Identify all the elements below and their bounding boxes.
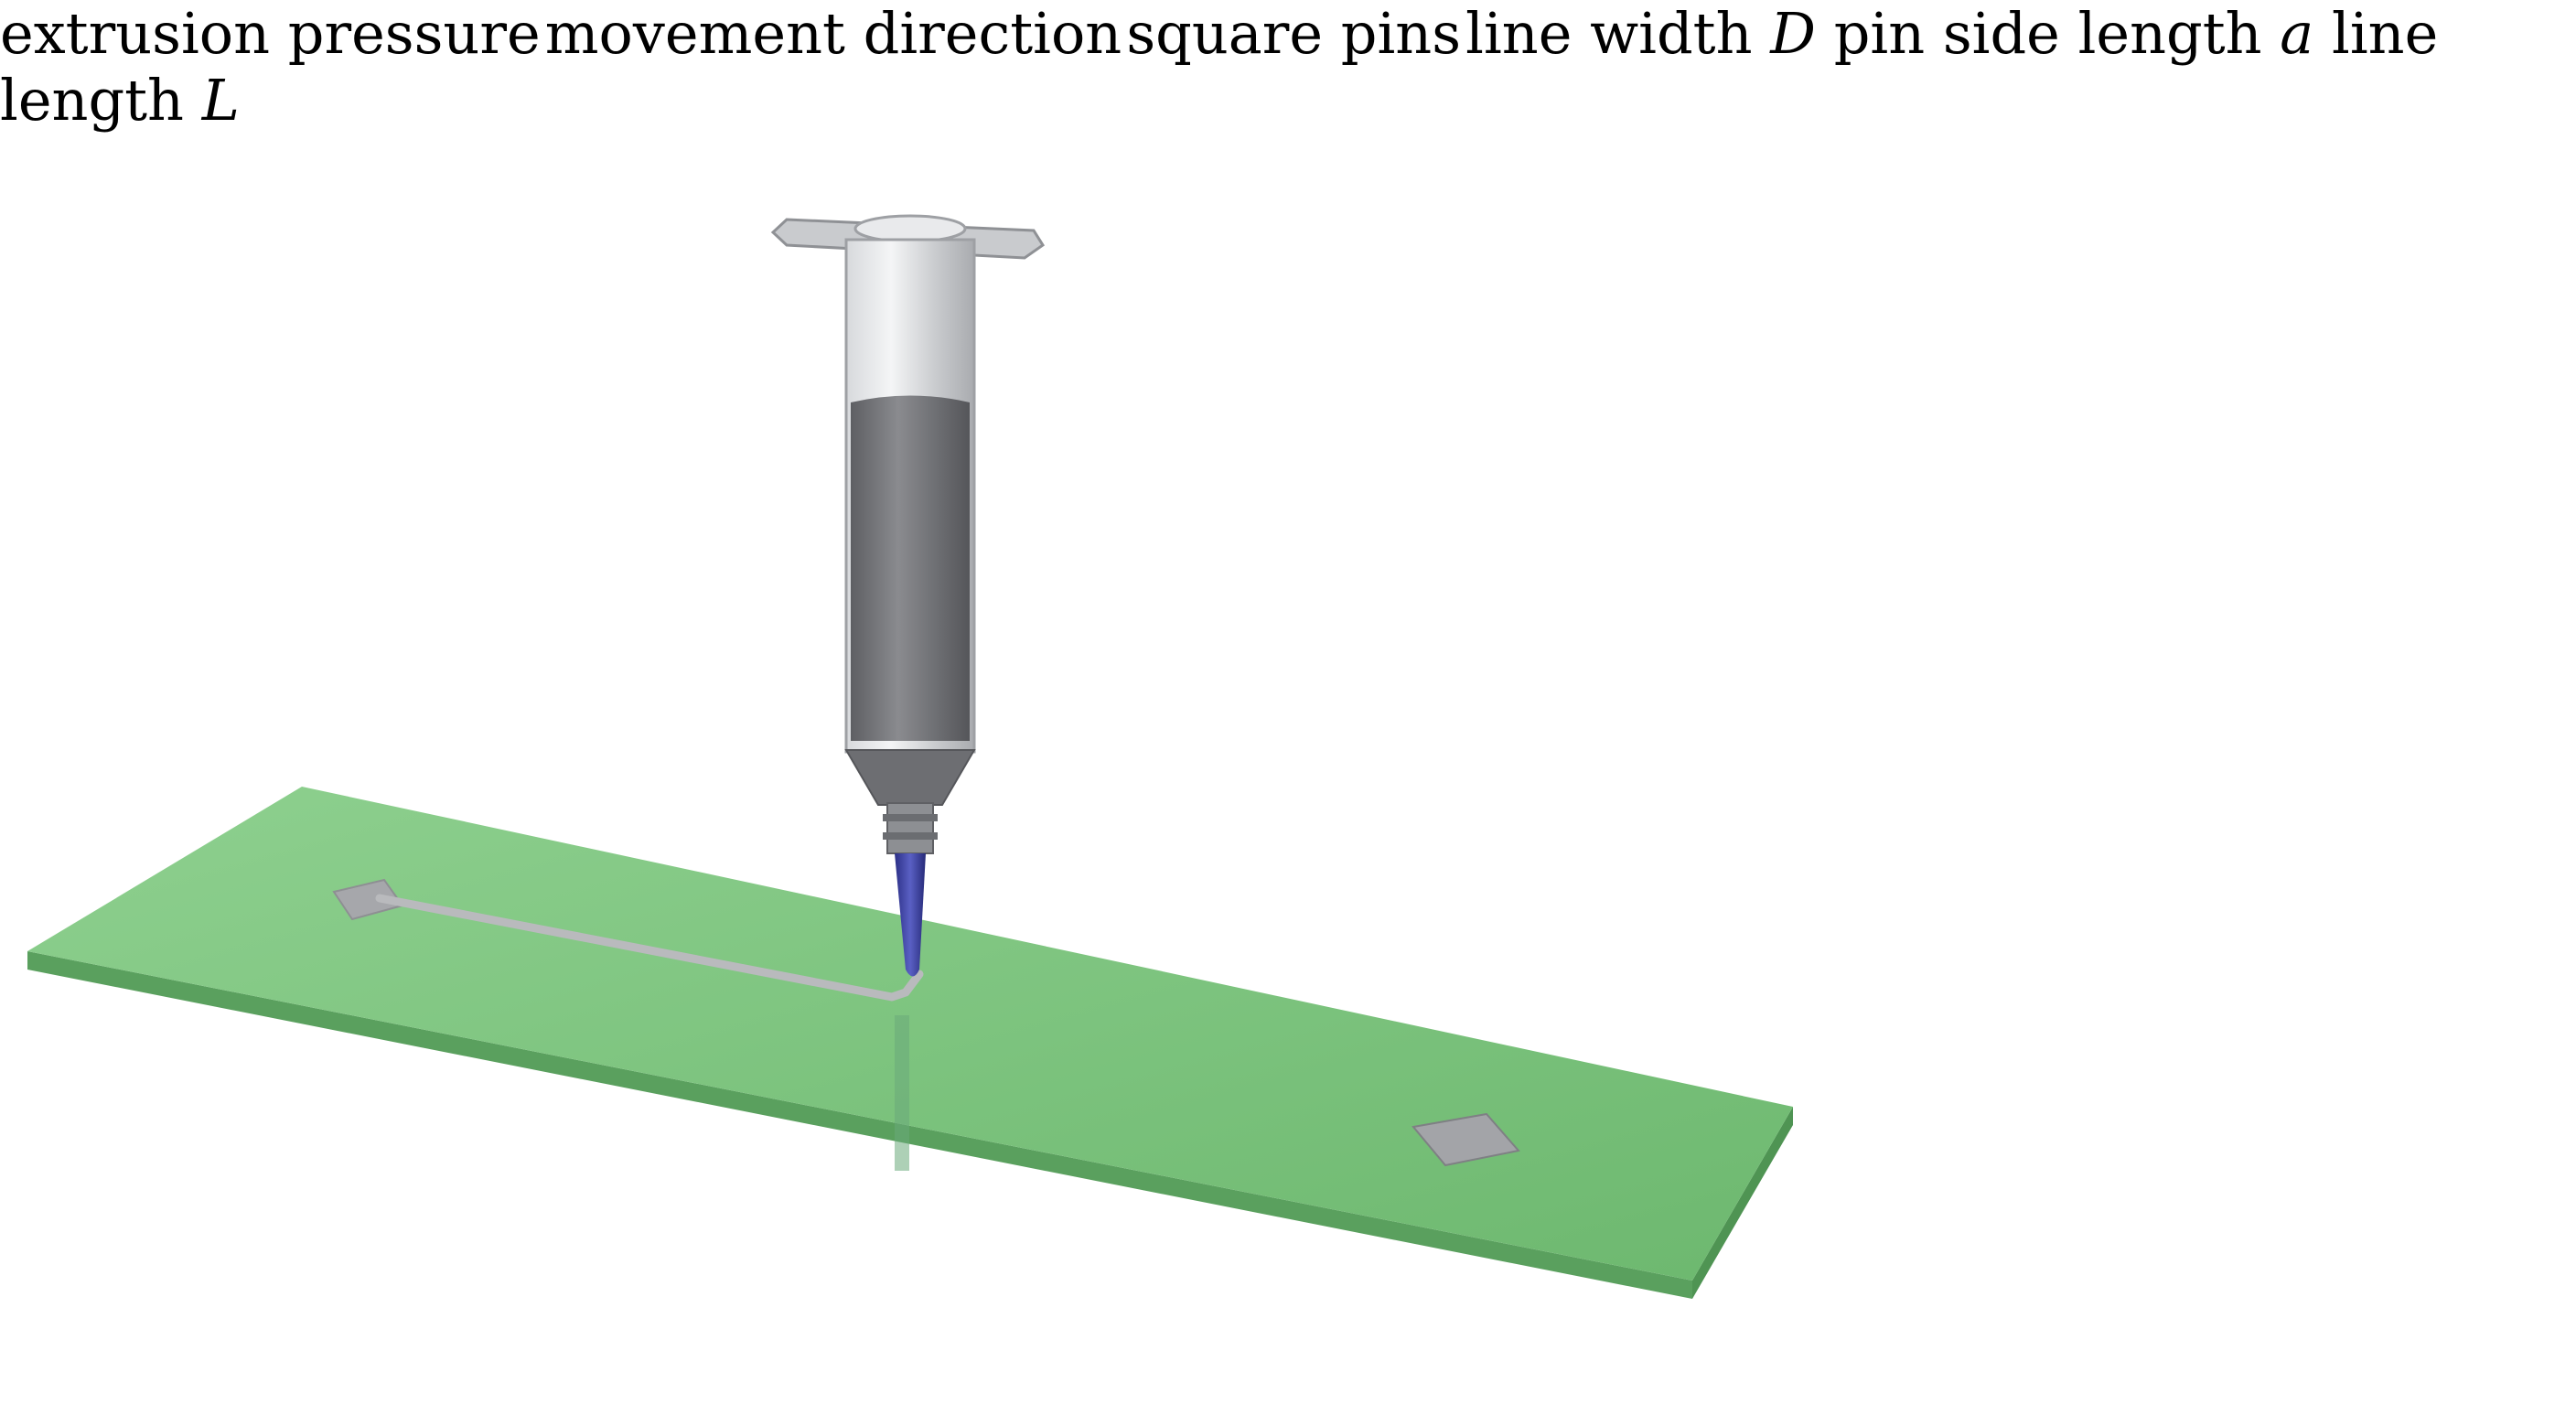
- label-pin-side-length: pin side length a: [1833, 0, 2314, 67]
- label-line-length: line length L: [0, 0, 2439, 134]
- label-line-width: line width D: [1465, 0, 1816, 67]
- printed-line-main: [375, 894, 924, 1002]
- main-substrate: [27, 787, 1793, 1299]
- label-square-pins: square pins: [1126, 0, 1462, 67]
- label-movement-direction: movement direction: [544, 0, 1122, 67]
- square-pin: [1411, 1112, 1520, 1167]
- label-extrusion-pressure: extrusion pressure: [0, 0, 541, 67]
- syringe: [770, 214, 1046, 977]
